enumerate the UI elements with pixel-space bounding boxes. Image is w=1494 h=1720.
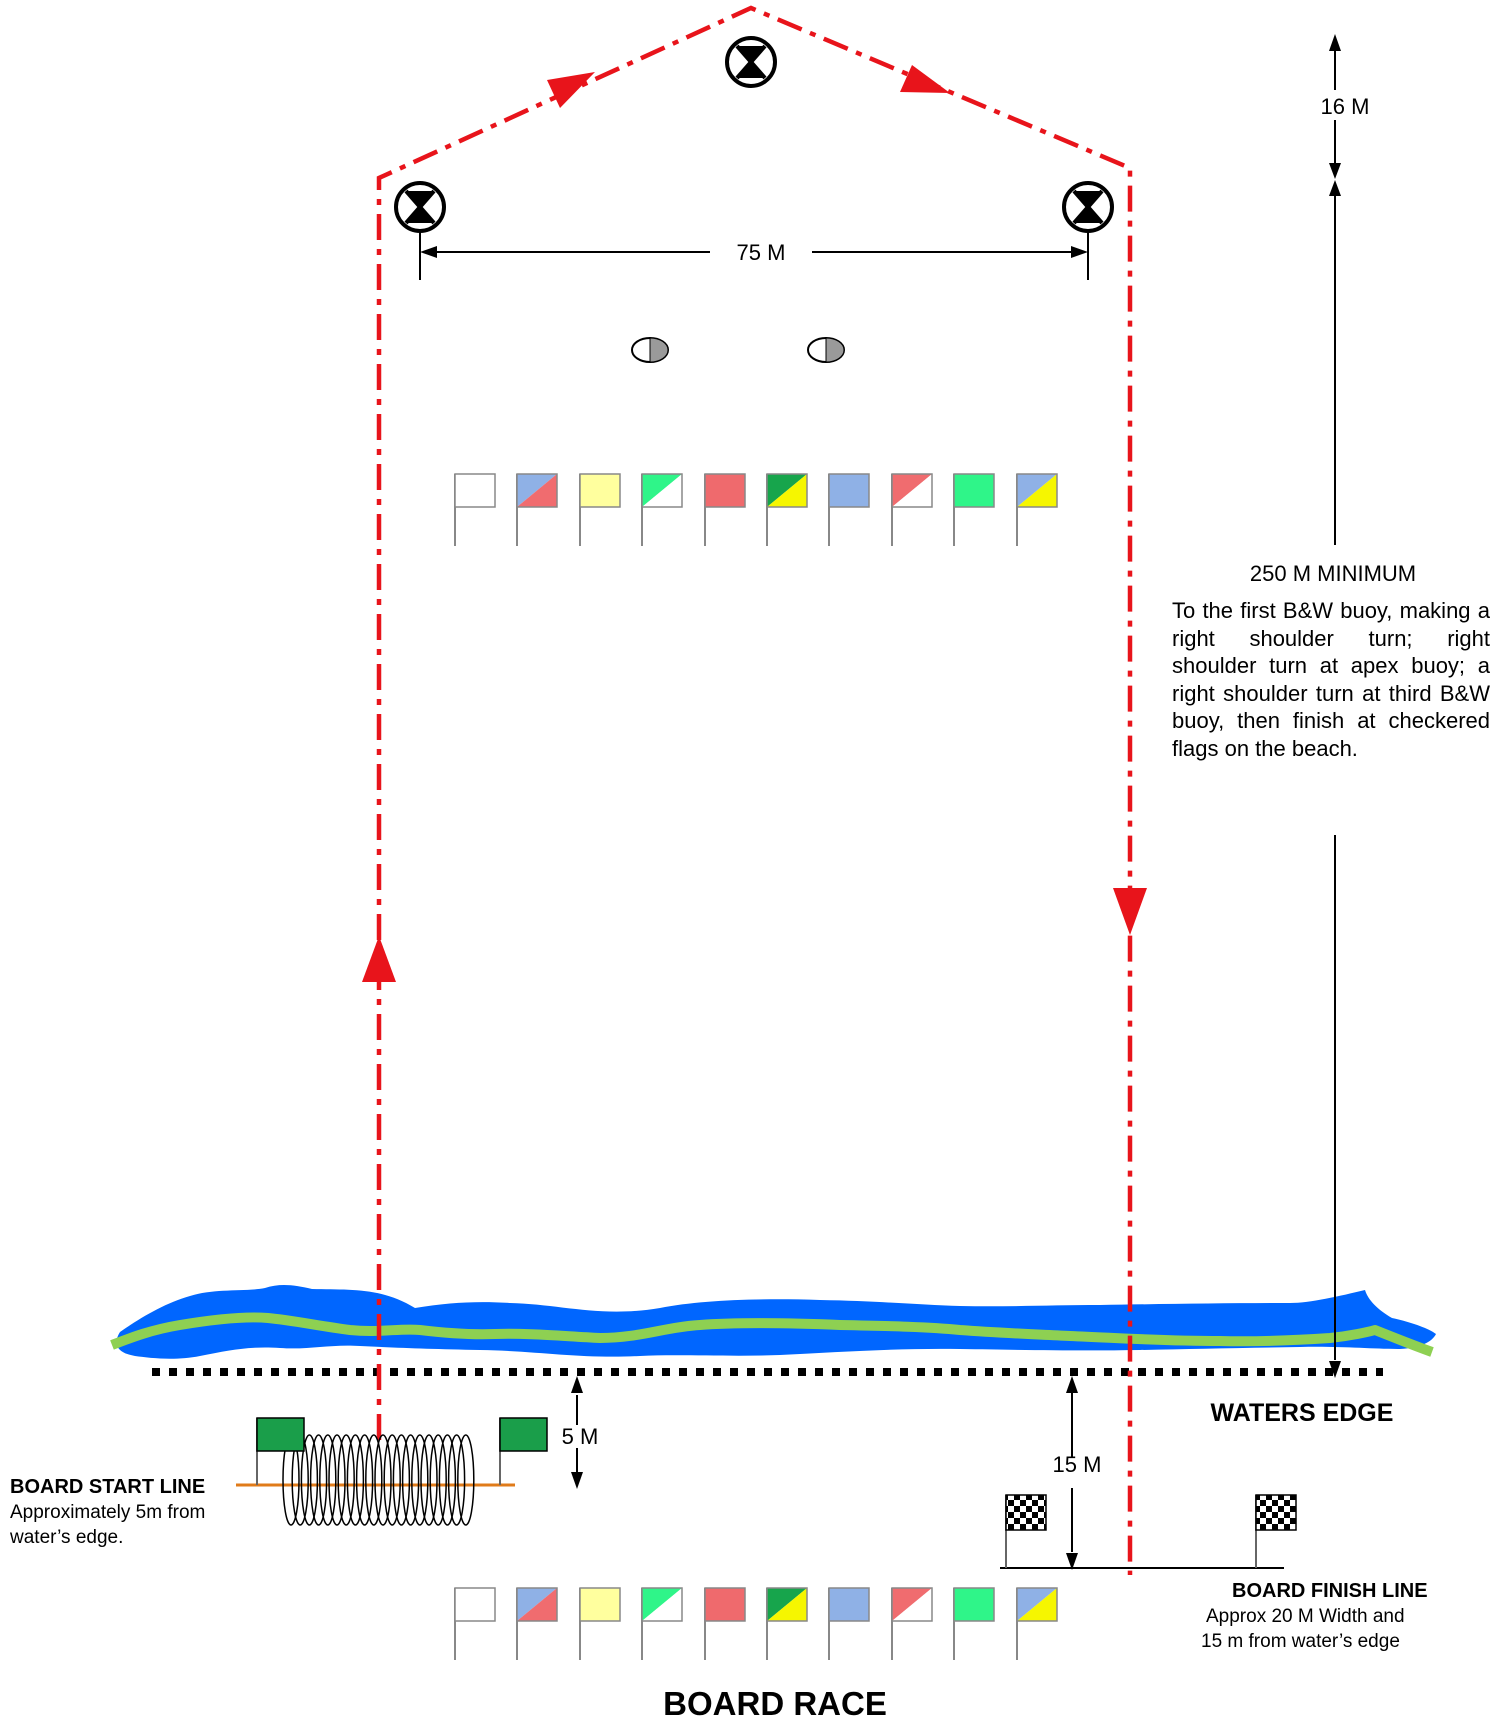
arrow-up-icon <box>1329 34 1341 51</box>
dimension-75m <box>419 232 1089 280</box>
coil-loop <box>346 1434 365 1526</box>
bw-turn-buoy-icon <box>1062 181 1114 233</box>
coil-loop <box>319 1434 337 1526</box>
buoy-apex <box>725 36 777 88</box>
coil-loop <box>429 1434 447 1526</box>
arrow-down-icon <box>571 1472 583 1489</box>
coil-loop <box>457 1434 475 1526</box>
bw-turn-buoy-icon <box>394 181 446 233</box>
checkered-flag-icon <box>1255 1494 1297 1568</box>
lane-flag <box>704 473 746 546</box>
lane-flag <box>516 473 558 546</box>
arrow-up-icon <box>571 1376 583 1393</box>
arrow-right-down-icon <box>900 65 950 93</box>
finish-area <box>1000 1494 1297 1569</box>
lane-flag <box>953 1587 995 1660</box>
half-shaded-buoy-icon <box>631 337 669 363</box>
green-flag-icon <box>256 1417 305 1485</box>
lane-flag <box>1016 473 1058 546</box>
label-16m: 16 M <box>1321 94 1370 119</box>
finish-line-desc-1: Approx 20 M Width and <box>1206 1606 1405 1627</box>
lane-flag <box>766 473 808 546</box>
course-path <box>376 5 1133 1575</box>
label-250m-minimum: 250 M MINIMUM <box>1250 561 1416 586</box>
lane-flag <box>641 1587 683 1660</box>
coil-loop <box>411 1434 429 1526</box>
coil-loop <box>309 1434 328 1526</box>
label-15m: 15 M <box>1053 1452 1102 1477</box>
shore-strip <box>110 1312 1434 1357</box>
arrow-down-icon <box>1066 1553 1078 1570</box>
coil-loop <box>383 1434 401 1526</box>
bw-turn-buoy-icon <box>725 36 777 88</box>
lane-flag <box>953 473 995 546</box>
coil-loop <box>355 1434 374 1526</box>
arrow-up-icon <box>1066 1376 1078 1393</box>
start-flag-right <box>499 1417 548 1485</box>
lane-flag <box>891 1587 933 1660</box>
course-line <box>376 5 1133 1575</box>
diagram-title: BOARD RACE <box>663 1685 887 1720</box>
half-shaded-buoy-icon <box>807 337 845 363</box>
label-75m: 75 M <box>737 240 786 265</box>
water-band <box>110 1285 1436 1359</box>
dimension-15m <box>1066 1376 1078 1570</box>
lane-flag <box>579 473 621 546</box>
lane-flag <box>704 1587 746 1660</box>
lane-flag <box>766 1587 808 1660</box>
arrow-right-icon <box>1071 246 1088 258</box>
arrow-down-icon <box>1329 163 1341 179</box>
start-area <box>236 1417 548 1526</box>
checkered-flag-icon <box>1005 1494 1047 1568</box>
coil-loop <box>392 1434 411 1526</box>
lane-flag <box>1016 1587 1058 1660</box>
lane-flags-top <box>454 473 1058 546</box>
dimension-vertical <box>1329 34 1341 1378</box>
arrow-up-icon <box>1329 180 1341 196</box>
lane-flags-bottom <box>454 1587 1058 1660</box>
start-line-title: BOARD START LINE <box>10 1476 205 1498</box>
arrow-right-up-icon <box>547 72 595 108</box>
lane-flag <box>828 1587 870 1660</box>
start-flag-left <box>256 1417 305 1485</box>
coil-loop <box>401 1434 420 1526</box>
lane-flag <box>891 473 933 546</box>
course-description: To the first B&W buoy, making a right sh… <box>1172 598 1490 761</box>
arrow-down-icon <box>1329 1361 1341 1378</box>
arrow-up-icon <box>362 936 396 982</box>
green-flag-icon <box>499 1417 548 1485</box>
finish-flag-right <box>1255 1494 1297 1568</box>
coil-loop <box>365 1434 383 1526</box>
lane-flag <box>579 1587 621 1660</box>
coil-loop <box>337 1434 355 1526</box>
coil-loop <box>328 1434 346 1526</box>
finish-flag-left <box>1005 1494 1047 1568</box>
course-direction-arrows <box>362 65 1147 982</box>
board-coils <box>282 1434 475 1526</box>
buoy-first <box>394 181 446 233</box>
label-5m: 5 M <box>562 1424 599 1449</box>
finish-line-title: BOARD FINISH LINE <box>1232 1580 1428 1602</box>
small-buoy-right <box>807 337 845 363</box>
finish-line-desc-2: 15 m from water’s edge <box>1201 1631 1400 1652</box>
buoy-third <box>1062 181 1114 233</box>
coil-loop <box>420 1434 438 1526</box>
lane-flag <box>454 473 496 546</box>
arrow-down-icon <box>1113 888 1147 935</box>
lane-flag <box>828 473 870 546</box>
coil-loop <box>447 1434 466 1526</box>
label-waters-edge: WATERS EDGE <box>1211 1399 1394 1427</box>
arrow-left-icon <box>420 246 437 258</box>
coil-loop <box>374 1434 392 1526</box>
lane-flag <box>641 473 683 546</box>
coil-loop <box>300 1434 319 1526</box>
lane-flag <box>454 1587 496 1660</box>
lane-flag <box>516 1587 558 1660</box>
start-line-desc-2: water’s edge. <box>9 1527 123 1548</box>
small-buoy-left <box>631 337 669 363</box>
coil-loop <box>438 1434 457 1526</box>
dimension-5m <box>571 1376 583 1489</box>
start-line-desc-1: Approximately 5m from <box>10 1502 205 1523</box>
